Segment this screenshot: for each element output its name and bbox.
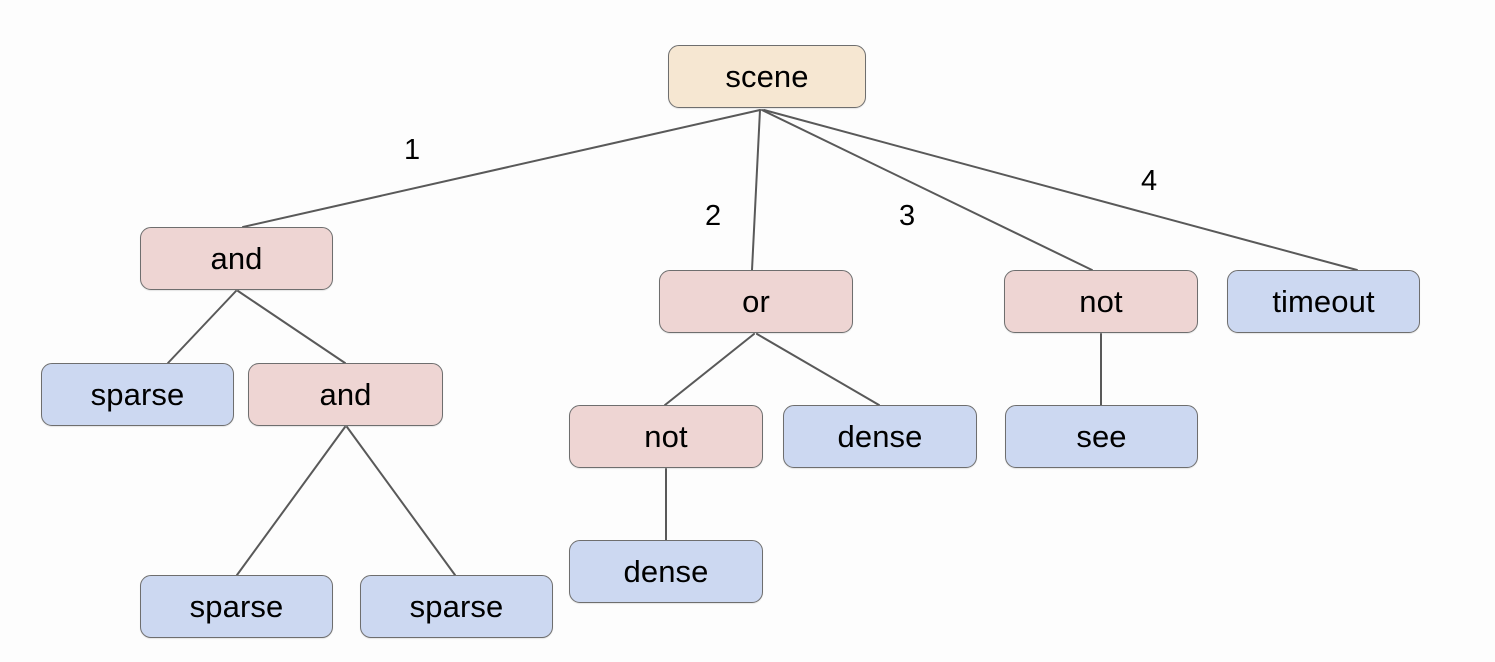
tree-edge (664, 333, 755, 406)
tree-edge (751, 109, 761, 271)
tree-node-and1[interactable]: and (140, 227, 333, 290)
tree-edge (167, 290, 237, 364)
tree-edge (763, 109, 1358, 271)
tree-node-label: timeout (1272, 284, 1375, 319)
tree-node-label: sparse (409, 589, 504, 624)
tree-node-sparse3[interactable]: sparse (360, 575, 553, 638)
tree-edge (242, 109, 761, 228)
tree-node-sparse2[interactable]: sparse (140, 575, 333, 638)
tree-node-or1[interactable]: or (659, 270, 853, 333)
tree-node-label: or (742, 284, 770, 319)
tree-edge (237, 290, 346, 364)
tree-node-timeout1[interactable]: timeout (1227, 270, 1420, 333)
tree-edge (346, 426, 456, 576)
tree-node-not1[interactable]: not (1004, 270, 1198, 333)
tree-node-not2[interactable]: not (569, 405, 763, 468)
tree-node-label: not (1079, 284, 1123, 319)
tree-node-label: see (1076, 419, 1127, 454)
tree-edge (761, 109, 1093, 271)
tree-node-sparse1[interactable]: sparse (41, 363, 234, 426)
edge-label-4: 4 (1141, 165, 1158, 197)
tree-node-label: sparse (189, 589, 284, 624)
tree-node-label: dense (623, 554, 709, 589)
edge-label-1: 1 (404, 134, 421, 166)
edge-label-2: 2 (705, 200, 722, 232)
tree-node-dense1[interactable]: dense (783, 405, 977, 468)
tree-node-label: not (644, 419, 688, 454)
tree-node-see1[interactable]: see (1005, 405, 1198, 468)
tree-node-label: and (319, 377, 372, 412)
tree-node-dense2[interactable]: dense (569, 540, 763, 603)
tree-node-label: and (210, 241, 263, 276)
tree-node-scene[interactable]: scene (668, 45, 866, 108)
tree-node-label: sparse (90, 377, 185, 412)
tree-node-label: scene (725, 59, 809, 94)
tree-node-and2[interactable]: and (248, 363, 443, 426)
tree-edge (236, 426, 346, 576)
edge-label-3: 3 (899, 200, 916, 232)
tree-edge (756, 333, 880, 406)
tree-node-label: dense (837, 419, 923, 454)
